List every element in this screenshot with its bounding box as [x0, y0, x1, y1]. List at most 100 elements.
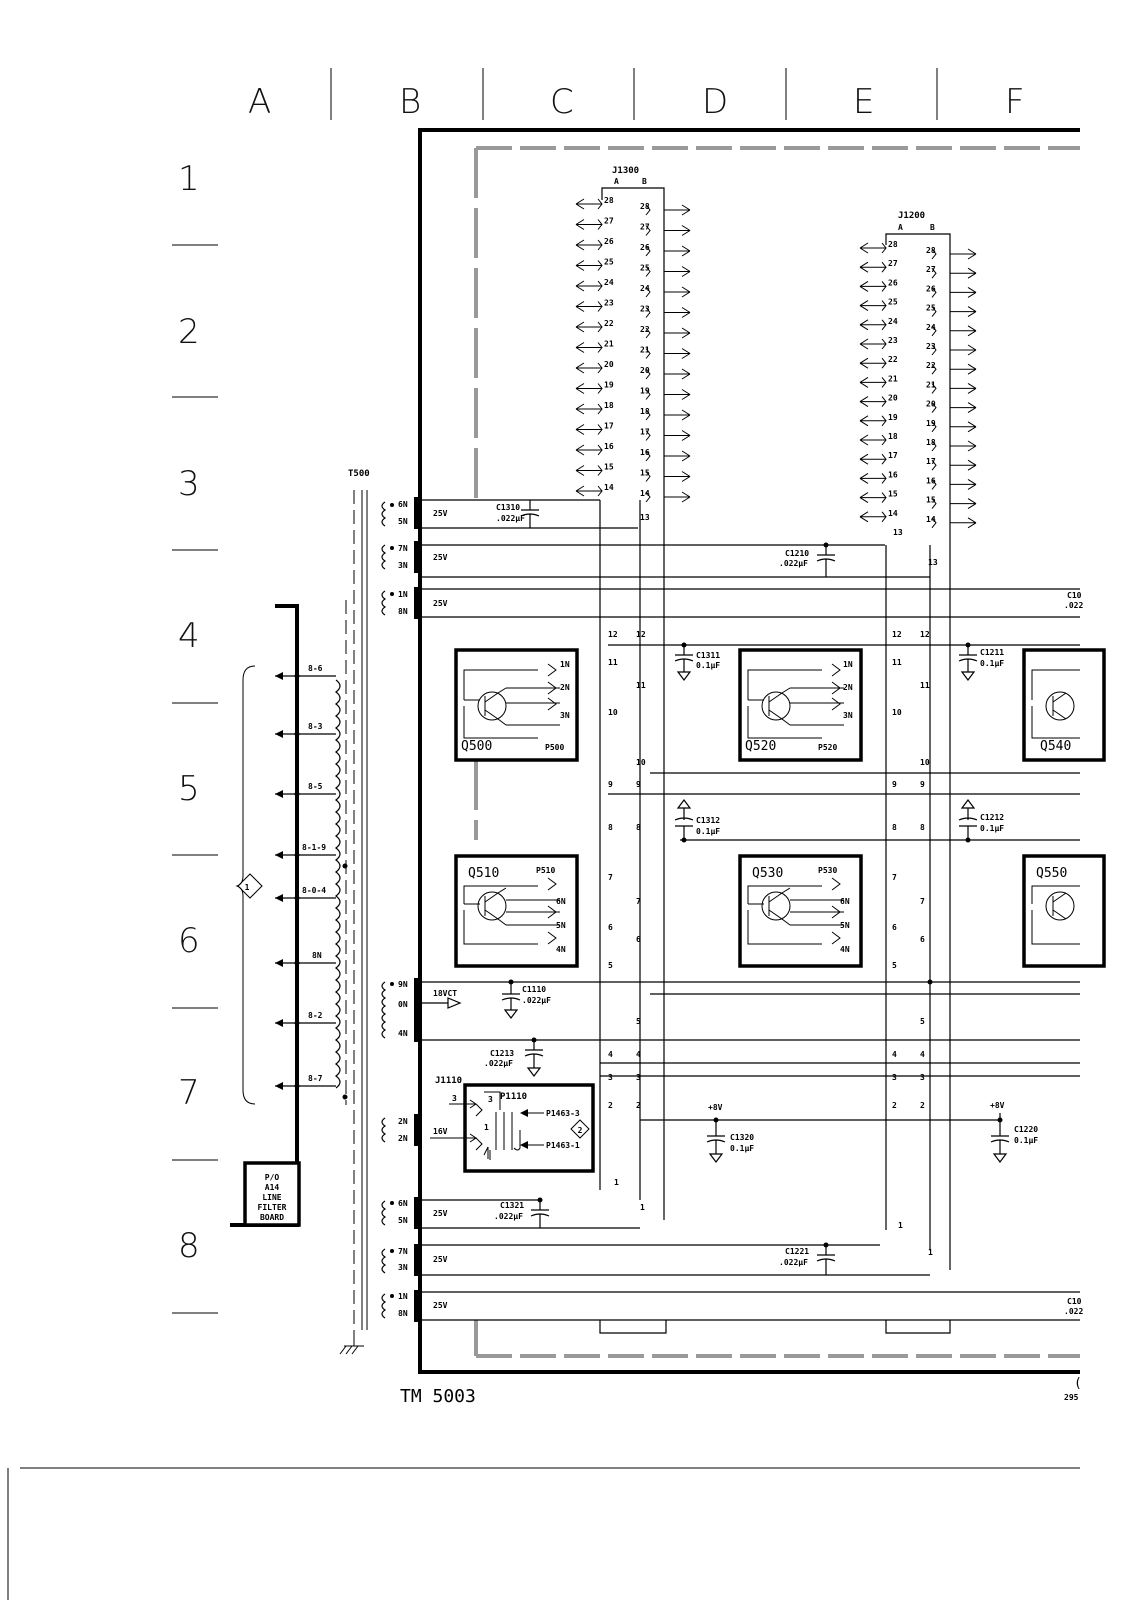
- pin-chevron: [575, 444, 603, 456]
- capacitor-ref: C10: [1067, 591, 1082, 600]
- node-dot: [681, 837, 687, 843]
- pin-chevron: [645, 266, 691, 277]
- pin-label: 21: [888, 374, 898, 383]
- secondary-winding-2: 7N 3N 25V: [381, 541, 448, 573]
- winding-pin: 7N: [398, 1247, 408, 1256]
- capacitor-c1110: C1110 .022µF: [501, 979, 551, 1019]
- pin-label: 6: [920, 935, 925, 944]
- filter-board-label: A14: [265, 1183, 280, 1192]
- board-outline: [418, 128, 1080, 1374]
- callout-1-diamond-icon: [237, 873, 263, 899]
- pin-label: 8: [636, 823, 641, 832]
- callout-1-label: 1: [245, 883, 250, 892]
- capacitor-c10y: C10 .022: [1064, 1297, 1083, 1316]
- capacitor-ref: C1212: [980, 813, 1004, 822]
- capacitor-icon: [990, 1113, 1010, 1163]
- tap-arrow-icon: [275, 851, 283, 859]
- pin-label: 24: [604, 278, 614, 287]
- connector-block: [414, 1114, 419, 1146]
- pin-chevron: [645, 327, 691, 339]
- connector-col-a: A: [898, 223, 903, 232]
- transistor-symbol: [484, 887, 507, 926]
- pin-chevron: [859, 511, 887, 523]
- capacitor-c1312: C1312 0.1µF: [674, 799, 720, 843]
- capacitor-ref: C1213: [490, 1049, 514, 1058]
- pin-label: 14: [640, 489, 650, 498]
- pin-chevron: [859, 319, 887, 331]
- phase-dot: [390, 503, 394, 507]
- pin-arrow-icon: [831, 663, 841, 711]
- transistor-module-q500: 1N 2N 3N Q500 P500: [454, 648, 579, 762]
- winding-pin: 8N: [398, 1309, 408, 1318]
- winding-pin: 9N: [398, 980, 408, 989]
- capacitor-value: .022µF: [484, 1059, 513, 1068]
- pin-label: 9: [608, 780, 613, 789]
- connector-inputs: [430, 1099, 477, 1143]
- pin-label: 25: [888, 298, 898, 307]
- winding-coil: [381, 1200, 387, 1226]
- pin-chevron: [645, 286, 691, 298]
- pin-label: 20: [640, 366, 650, 375]
- plug-ref: P510: [536, 866, 555, 875]
- pin-label: 14: [888, 509, 898, 518]
- pin-chevron: [931, 459, 977, 471]
- row-label-2: 2: [178, 312, 200, 352]
- transistor-symbol: [484, 687, 507, 726]
- capacitor-c1320: +8V C1320 0.1µF: [706, 1103, 754, 1163]
- pin-label: 23: [604, 299, 614, 308]
- pin-label: 5: [608, 961, 613, 970]
- pin-label: 1: [614, 1178, 619, 1187]
- pin-chevron: [931, 402, 977, 414]
- pin-chevron: [645, 430, 691, 441]
- winding-pin: 4N: [398, 1029, 408, 1038]
- module-wiring: [747, 885, 822, 945]
- transistor-ref: Q520: [745, 739, 776, 754]
- connector-ref: J1300: [612, 166, 639, 176]
- transistor-icon: [477, 891, 507, 921]
- capacitor-c1211: C1211 0.1µF: [958, 642, 1004, 681]
- capacitor-value: .022µF: [494, 1212, 523, 1221]
- winding-pin: 6N: [398, 1199, 408, 1208]
- winding-pin: 5N: [398, 1216, 408, 1225]
- connector-bracket: [885, 233, 951, 260]
- connector-block: [414, 541, 419, 573]
- connector-block: [414, 1244, 419, 1276]
- module-pin: 1N: [843, 660, 853, 669]
- capacitor-value: .022µF: [496, 514, 525, 523]
- pin-label: 6: [636, 935, 641, 944]
- node-dot: [713, 1117, 719, 1123]
- pin-label: 8: [892, 823, 897, 832]
- capacitor-value: 0.1µF: [980, 824, 1004, 833]
- pin-label: 1: [898, 1221, 903, 1230]
- pin-chevron: [859, 434, 887, 446]
- pin-chevron: [859, 396, 887, 408]
- winding-pin: 1N: [398, 1292, 408, 1301]
- pin-label: 13: [928, 558, 938, 567]
- pin-label: 19: [604, 381, 614, 390]
- pin-chevron: [645, 471, 691, 482]
- pin-chevron: [931, 363, 977, 375]
- module-wiring: [463, 885, 538, 945]
- pin-label: 3: [892, 1073, 897, 1082]
- pin-chevron: [645, 245, 691, 257]
- transistor-module-q510: Q510 P510 6N 5N 4N: [454, 854, 579, 968]
- callout-2-label: 2: [578, 1126, 583, 1135]
- plug-pin-ref: P1463-1: [546, 1141, 580, 1150]
- module-pin: 2N: [560, 683, 570, 692]
- ground-icon: [339, 1345, 364, 1355]
- pin-label: 14: [604, 483, 614, 492]
- transistor-icon: [761, 891, 791, 921]
- node-dot: [294, 673, 300, 679]
- pin-label: 22: [640, 325, 650, 334]
- pin-chevron: [931, 325, 977, 337]
- pin-label: 4: [920, 1050, 925, 1059]
- transistor-icon: [1045, 891, 1075, 921]
- capacitor-value: 0.1µF: [980, 659, 1004, 668]
- output-arrow-icon: [419, 997, 462, 1009]
- pin-label: 1: [928, 1248, 933, 1257]
- transistor-module-q550: Q550: [1022, 854, 1106, 968]
- pin-label: 2: [608, 1101, 613, 1110]
- node-dot: [823, 1242, 829, 1248]
- pin-label: 25: [926, 304, 936, 313]
- pin-label: 7: [892, 873, 897, 882]
